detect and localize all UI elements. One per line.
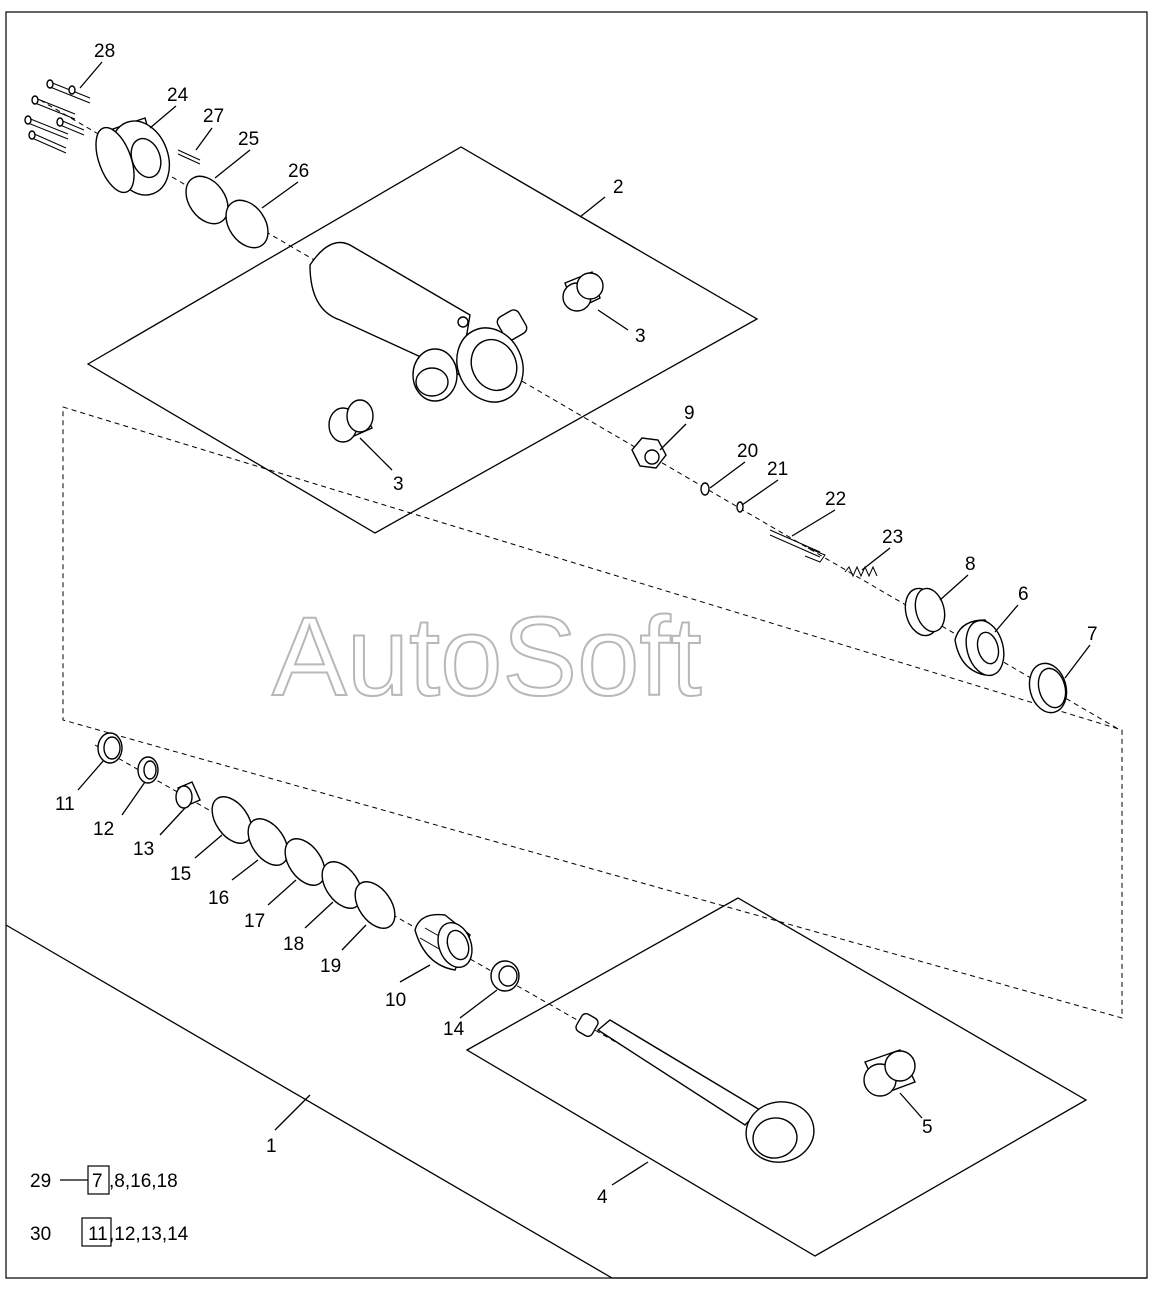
- barrel-subassembly-outline: [86, 146, 759, 534]
- o-ring-part-16: [247, 818, 289, 866]
- gland-part-24: [95, 117, 171, 196]
- bushing-part-3-lower: [328, 399, 374, 443]
- callout-8: 8: [965, 554, 976, 575]
- callout-15: 15: [170, 864, 191, 885]
- watermark: AutoSoft: [272, 594, 702, 719]
- seal-part-11: [97, 732, 123, 764]
- bushing-part-3-upper: [562, 271, 604, 312]
- callout-3-lower: 3: [393, 474, 404, 495]
- o-ring-part-17: [284, 838, 326, 886]
- callout-7: 7: [1087, 624, 1098, 645]
- barrel-part-2: [309, 241, 528, 403]
- callout-9: 9: [684, 403, 695, 424]
- callout-6: 6: [1018, 584, 1029, 605]
- pin-part-27: [177, 149, 201, 165]
- rod-head-part-10: [414, 913, 473, 971]
- seal-part-20: [700, 482, 710, 496]
- callout-13: 13: [133, 839, 154, 860]
- piston-part-6: [954, 619, 1005, 677]
- callout-4: 4: [597, 1187, 608, 1208]
- callout-21: 21: [767, 459, 788, 480]
- callout-14: 14: [443, 1019, 465, 1040]
- assembly-envelope-dashed: [62, 406, 1123, 1019]
- kit-legend-29: 29 7 ,8,16,18: [30, 1165, 178, 1195]
- callout-22: 22: [825, 489, 846, 510]
- o-ring-part-15: [211, 796, 253, 844]
- kit-29-first-item-box: [87, 1165, 110, 1195]
- callout-24: 24: [167, 85, 189, 106]
- seal-part-14: [490, 960, 520, 992]
- seal-part-12: [137, 756, 159, 784]
- callout-2: 2: [613, 177, 624, 198]
- spring-part-23: [844, 565, 878, 578]
- kit-29-first-item: 7: [92, 1171, 103, 1192]
- callout-25: 25: [238, 129, 259, 150]
- leader-lines: [77, 61, 1091, 1186]
- bushing-part-13: [175, 781, 201, 809]
- kit-legend-30: 30 11 ,12,13,14: [30, 1217, 189, 1247]
- o-ring-part-25: [185, 175, 229, 225]
- bushing-part-5: [863, 1049, 916, 1097]
- seal-part-7: [1028, 662, 1068, 714]
- kit-30-first-item: 11: [88, 1224, 108, 1245]
- callout-26: 26: [288, 161, 309, 182]
- kit-29-items: ,8,16,18: [109, 1171, 178, 1192]
- callout-3-upper: 3: [635, 326, 646, 347]
- callout-18: 18: [283, 934, 304, 955]
- rod-subassembly-outline: [465, 897, 1088, 1257]
- wear-ring-part-8: [904, 587, 946, 637]
- callout-5: 5: [922, 1117, 933, 1138]
- o-ring-part-26: [225, 199, 269, 249]
- callout-19: 19: [320, 956, 341, 977]
- kit-30-items: ,12,13,14: [109, 1224, 189, 1245]
- callout-12: 12: [93, 819, 114, 840]
- bolts-part-28: [24, 79, 91, 154]
- valve-pin-part-22: [769, 529, 826, 563]
- kit-number-30: 30: [30, 1224, 51, 1245]
- callout-23: 23: [882, 527, 903, 548]
- seal-part-21: [736, 501, 744, 513]
- o-ring-part-19: [354, 881, 396, 929]
- callout-27: 27: [203, 106, 224, 127]
- callout-17: 17: [244, 911, 265, 932]
- callout-28: 28: [94, 41, 115, 62]
- nut-part-9: [631, 437, 667, 469]
- kit-number-29: 29: [30, 1171, 51, 1192]
- callout-20: 20: [737, 441, 758, 462]
- callout-11: 11: [55, 794, 75, 815]
- rod-part-4: [575, 1012, 815, 1163]
- diagram-frame: [5, 11, 1148, 1279]
- callout-10: 10: [385, 990, 406, 1011]
- callout-1: 1: [266, 1136, 277, 1157]
- callout-16: 16: [208, 888, 229, 909]
- assembly-outline: [5, 924, 1147, 1279]
- kit-30-first-item-box: [81, 1217, 112, 1247]
